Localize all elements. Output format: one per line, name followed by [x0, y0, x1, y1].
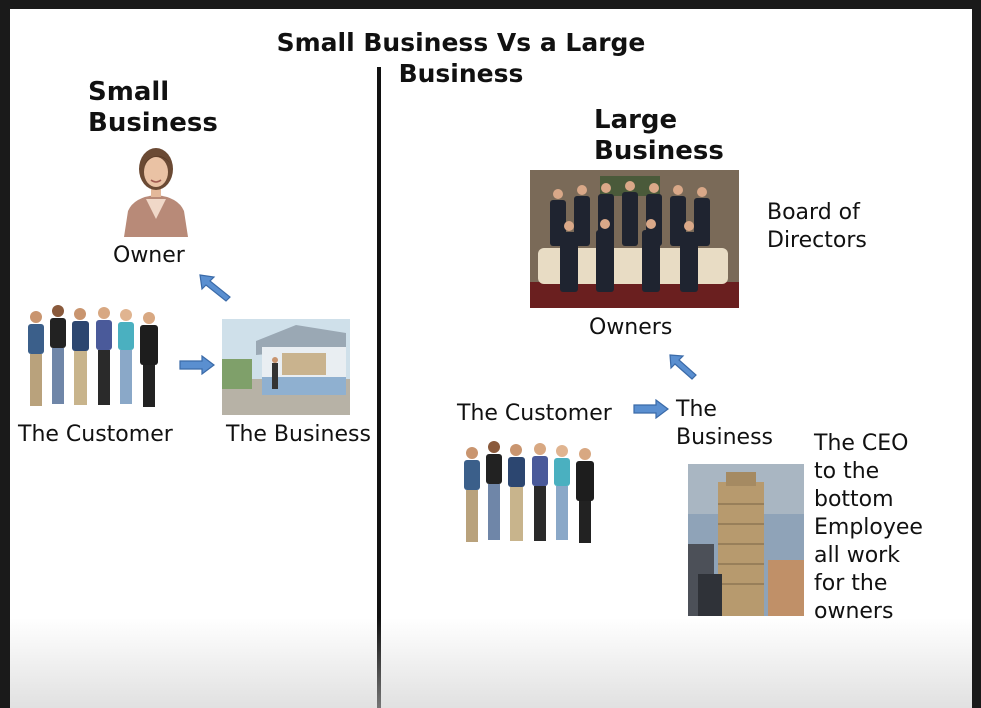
board-label: Board of Directors [767, 199, 867, 255]
large-business-label: The Business [676, 396, 773, 452]
slide-title-text: Small Business Vs a Large Business [276, 28, 646, 88]
ceo-note: The CEO to the bottom Employee all work … [814, 430, 923, 626]
large-business-heading-line1: Large [594, 105, 678, 135]
large-customer-label: The Customer [457, 401, 612, 426]
center-divider [377, 67, 381, 708]
large-business-label-line2: Business [676, 425, 774, 450]
ceo-note-line: all work [814, 543, 900, 568]
small-customer-label: The Customer [18, 422, 173, 447]
large-business-heading: Large Business [594, 105, 724, 167]
small-business-heading: Small Business [88, 77, 218, 139]
ceo-note-line: bottom [814, 487, 894, 512]
board-label-line2: Directors [767, 228, 867, 253]
ceo-note-line: Employee [814, 515, 923, 540]
arrow-right-icon [633, 399, 669, 419]
customer-group-photo [22, 301, 172, 413]
arrow-right-icon [179, 355, 215, 375]
large-business-heading-line2: Business [594, 136, 724, 166]
large-business-label-line1: The [676, 397, 717, 422]
small-business-heading-line2: Business [88, 108, 218, 138]
owners-label: Owners [589, 315, 673, 340]
ceo-note-line: The CEO [814, 431, 909, 456]
ceo-note-line: to the [814, 459, 880, 484]
ceo-note-line: owners [814, 599, 894, 624]
skyscraper-photo [688, 464, 804, 616]
owner-photo [118, 139, 194, 237]
board-of-directors-photo [530, 170, 739, 308]
screen-bezel [0, 0, 10, 708]
ceo-note-line: for the [814, 571, 888, 596]
small-business-label: The Business [226, 422, 371, 447]
arrow-up-left-icon [199, 274, 231, 302]
small-business-photo [222, 319, 350, 415]
slide: Small Business Vs a Large Business Small… [10, 9, 972, 708]
small-business-heading-line1: Small [88, 77, 170, 107]
slide-title: Small Business Vs a Large Business [268, 27, 654, 89]
arrow-up-left-icon [669, 354, 697, 380]
customer-group-photo [458, 437, 608, 549]
board-label-line1: Board of [767, 200, 860, 225]
owner-label: Owner [113, 243, 185, 268]
